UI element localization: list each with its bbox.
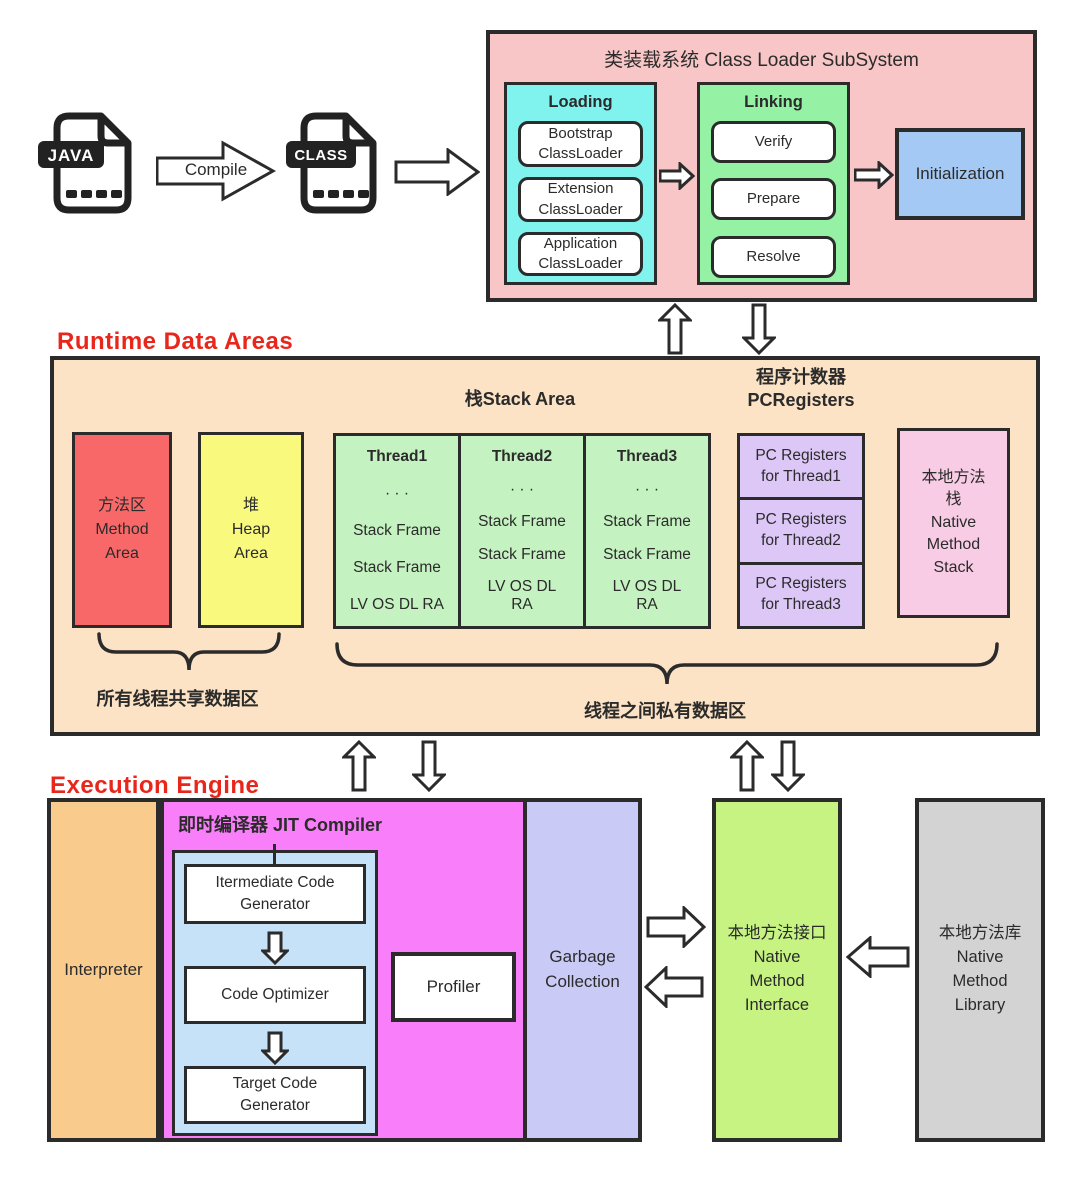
initialization-box: Initialization	[895, 128, 1025, 220]
thread-dots: · · ·	[634, 480, 660, 498]
native-method-interface-box: 本地方法接口 Native Method Interface	[712, 798, 842, 1142]
shared-data-brace	[97, 632, 281, 671]
runtime-data-areas-title: Runtime Data Areas	[57, 328, 294, 355]
stack-frame: Stack Frame	[353, 559, 441, 576]
stack-frame: Stack Frame	[603, 513, 691, 530]
frame-registers: LV OS DL RA	[487, 578, 557, 613]
loading-title: Loading	[548, 92, 613, 111]
linking-box: Linking Verify Prepare Resolve	[697, 82, 850, 285]
private-data-label: 线程之间私有数据区	[584, 701, 746, 721]
heap-area-box: 堆 Heap Area	[198, 432, 304, 628]
left-arrow-icon	[846, 936, 910, 978]
extension-classloader: Extension ClassLoader	[518, 177, 643, 222]
thread-dots: · · ·	[384, 485, 410, 502]
thread2-column: Thread2 · · · Stack Frame Stack Frame LV…	[461, 436, 586, 626]
loading-to-linking-arrow-icon	[659, 162, 695, 190]
down-arrow-icon	[412, 740, 446, 792]
thread1-column: Thread1 · · · Stack Frame Stack Frame LV…	[336, 436, 461, 626]
pc-registers-thread1: PC Registers for Thread1	[740, 436, 862, 501]
native-method-library-box: 本地方法库 Native Method Library	[915, 798, 1045, 1142]
up-arrow-icon	[342, 740, 376, 792]
private-data-brace	[335, 642, 999, 685]
java-file-icon: JAVA	[38, 112, 132, 214]
stack-area-label: 栈Stack Area	[464, 389, 576, 409]
frame-registers: LV OS DL RA	[612, 578, 682, 613]
stack-frame: Stack Frame	[603, 545, 691, 563]
jit-compiler-title: 即时编译器 JIT Compiler	[178, 815, 383, 835]
method-area-box: 方法区 Method Area	[72, 432, 172, 628]
target-code-generator-box: Target Code Generator	[184, 1066, 366, 1124]
bootstrap-classloader: Bootstrap ClassLoader	[518, 121, 643, 167]
pc-registers-thread3: PC Registers for Thread3	[755, 575, 847, 614]
prepare-box: Prepare	[711, 178, 836, 220]
thread-dots: · · ·	[509, 480, 535, 498]
pc-registers-box: PC Registers for Thread1 PC Registers fo…	[737, 433, 865, 629]
jit-tick-mark	[273, 844, 276, 868]
svg-text:CLASS: CLASS	[294, 147, 347, 164]
application-classloader: Application ClassLoader	[518, 232, 643, 276]
down-arrow-icon	[771, 740, 805, 792]
code-optimizer-box: Code Optimizer	[184, 966, 366, 1024]
down-arrow-icon	[261, 931, 289, 965]
interpreter-box: Interpreter	[47, 798, 160, 1142]
compile-arrow: Compile	[156, 140, 276, 202]
thread-name: Thread3	[616, 448, 678, 465]
profiler-box: Profiler	[391, 952, 516, 1022]
native-method-stack-box: 本地方法 栈 Native Method Stack	[897, 428, 1010, 618]
stack-area-threads: Thread1 · · · Stack Frame Stack Frame LV…	[333, 433, 711, 629]
frame-registers: LV OS DL RA	[350, 596, 444, 613]
pc-registers-thread2: PC Registers for Thread2	[740, 500, 862, 565]
garbage-collection-box: Garbage Collection	[523, 798, 642, 1142]
stack-frame: Stack Frame	[478, 545, 566, 563]
compile-arrow-icon	[156, 140, 276, 202]
up-arrow-icon	[658, 303, 692, 355]
shared-data-label: 所有线程共享数据区	[96, 689, 259, 709]
class-file-icon: CLASS	[286, 112, 377, 214]
compile-label: Compile	[184, 160, 248, 179]
pc-registers-title: 程序计数器 PCRegisters	[747, 366, 855, 410]
down-arrow-icon	[261, 1031, 289, 1065]
svg-text:JAVA: JAVA	[48, 146, 95, 165]
resolve-box: Resolve	[711, 236, 836, 278]
loading-box: Loading Bootstrap ClassLoader Extension …	[504, 82, 657, 285]
linking-to-init-arrow-icon	[854, 161, 894, 189]
right-arrow-icon	[646, 906, 706, 948]
thread3-column: Thread3 · · · Stack Frame Stack Frame LV…	[586, 436, 708, 626]
verify-box: Verify	[711, 121, 836, 163]
stack-frame: Stack Frame	[353, 522, 441, 539]
thread-name: Thread1	[366, 448, 428, 465]
class-loader-title: 类装载系统 Class Loader SubSystem	[604, 49, 919, 71]
intermediate-code-generator-box: Itermediate Code Generator	[184, 864, 366, 924]
up-arrow-icon	[730, 740, 764, 792]
thread-name: Thread2	[491, 448, 553, 465]
execution-engine-title: Execution Engine	[50, 772, 260, 799]
stack-frame: Stack Frame	[478, 513, 566, 530]
down-arrow-icon	[742, 303, 776, 355]
linking-title: Linking	[744, 92, 803, 111]
class-to-loader-arrow-icon	[394, 148, 480, 196]
left-arrow-icon	[644, 966, 704, 1008]
